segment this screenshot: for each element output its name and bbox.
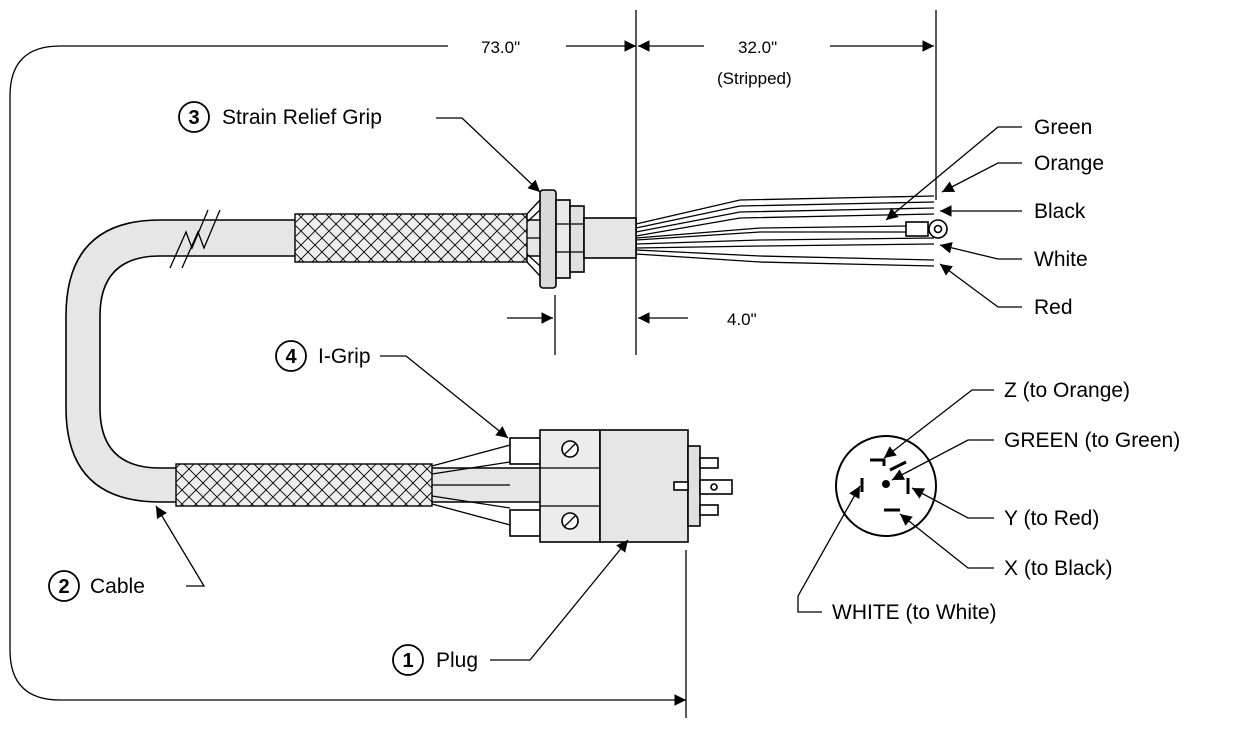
pin-leaders — [797, 389, 994, 613]
callout-number-3: 3 — [188, 107, 199, 129]
wire-label-red: Red — [1034, 296, 1073, 319]
callout-i-grip: 4 I-Grip — [275, 340, 371, 372]
wire-label-black: Black — [1034, 200, 1086, 223]
callout-number-1: 1 — [402, 650, 413, 672]
dimension-grip-offset: 4.0" — [727, 310, 757, 329]
callout-strain-relief-grip: 3 Strain Relief Grip — [178, 101, 382, 133]
wire-label-orange: Orange — [1034, 152, 1104, 175]
callout-plug: 1 Plug — [392, 644, 478, 676]
dimension-overall: 73.0" — [481, 38, 520, 57]
callout-label-3: Strain Relief Grip — [222, 106, 382, 129]
callout-number-4: 4 — [285, 346, 297, 368]
callout-label-4: I-Grip — [318, 345, 371, 368]
plug-face — [835, 435, 937, 537]
pin-label-z: Z (to Orange) — [1004, 379, 1130, 402]
callout-leaders — [155, 117, 629, 661]
wire-label-green: Green — [1034, 116, 1092, 139]
dimension-stripped-note: (Stripped) — [717, 69, 792, 88]
pin-label-white: WHITE (to White) — [832, 601, 997, 624]
pin-label-green: GREEN (to Green) — [1004, 429, 1180, 452]
callout-number-2: 2 — [58, 576, 69, 598]
callout-cable: 2 Cable — [48, 570, 145, 602]
callout-label-1: Plug — [436, 649, 478, 672]
wire-leaders — [885, 126, 1022, 308]
dimension-lines — [9, 10, 937, 718]
plug — [509, 429, 733, 543]
stripped-wires — [635, 195, 948, 267]
pin-label-y: Y (to Red) — [1004, 507, 1099, 530]
i-grip-mesh — [175, 463, 433, 507]
pin-label-x: X (to Black) — [1004, 557, 1113, 580]
callout-label-2: Cable — [90, 575, 145, 598]
dimension-stripped: 32.0" — [738, 38, 777, 57]
strain-relief-mesh — [294, 213, 528, 263]
wire-label-white: White — [1034, 248, 1088, 271]
cable-break-mark — [169, 209, 221, 269]
strain-relief-grip — [539, 189, 637, 289]
